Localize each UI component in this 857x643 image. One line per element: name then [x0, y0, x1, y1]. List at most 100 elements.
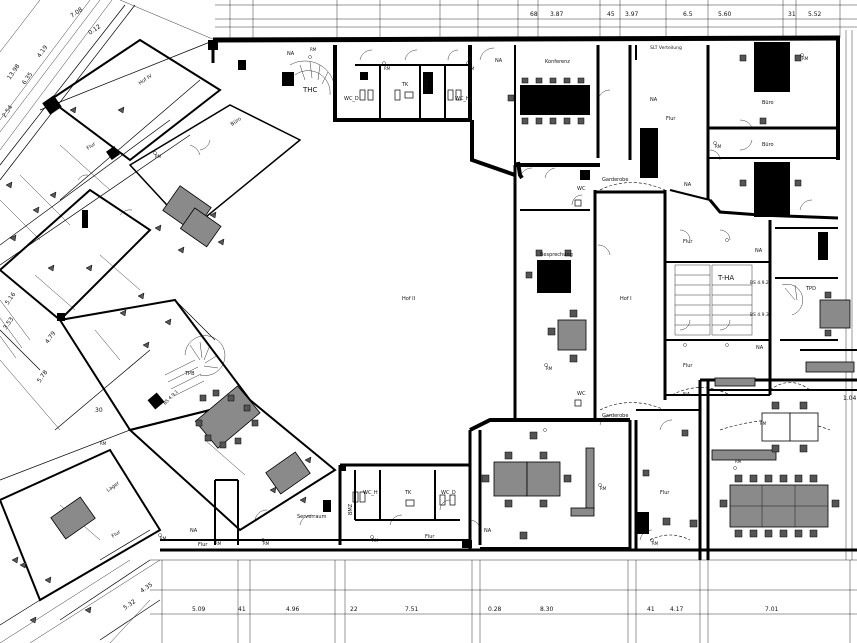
dim-bottom-1: 5.09 [192, 606, 206, 613]
room-wc-2: WC [577, 391, 586, 397]
room-buero-2: Büro [762, 142, 774, 148]
dim-top-3: 45 [607, 11, 615, 18]
room-wc-d-2: WC_D [441, 490, 456, 496]
rm-tag: RM [468, 66, 475, 71]
dim-left-6: 3.53 [2, 316, 16, 331]
dim-bottom-8: 41 [647, 606, 655, 613]
room-serverraum: Serverraum [297, 514, 327, 520]
na-rm-tags: NA NA NA NA NA NA NA NA NA RM RM RM RM R… [100, 47, 809, 546]
west-wing [0, 4, 337, 641]
rm-tag: RM [155, 154, 162, 159]
sensor-marks [153, 53, 804, 542]
na-tag: NA [756, 345, 764, 351]
fixtures [238, 42, 828, 548]
room-besprechung: Besprechung [540, 252, 573, 258]
dim-left-5: 5.16 [4, 291, 18, 306]
room-lager: Lager [106, 480, 122, 494]
dim-left-12: 0.12 [87, 23, 102, 37]
room-garderobe-1: Garderobe [602, 177, 628, 183]
dashed-arcs [599, 182, 831, 541]
room-garderobe-2: Garderobe [602, 413, 628, 419]
dim-bottom-9: 4.17 [670, 606, 684, 613]
dim-left-10: 4.35 [139, 581, 154, 595]
dim-top-4: 3.97 [625, 11, 639, 18]
na-tag: NA [484, 528, 492, 534]
dim-right-1: 1.04 [843, 395, 857, 402]
bs-tag-3: BS 4.9.1 [162, 389, 180, 407]
bs-tag-1: BS 4.9.2 [750, 280, 769, 286]
stair-thc: THC [302, 86, 318, 94]
dim-left-3: 6.35 [21, 71, 35, 86]
room-konferenz: Konferenz [545, 59, 570, 65]
dim-top-8: 5.52 [808, 11, 822, 18]
courtyard-hof-i: Hof I [620, 296, 632, 302]
dim-left-11: 5.32 [122, 598, 137, 612]
bs-tag-2: BS 4.9.3 [750, 312, 769, 318]
room-flur-1: Flur [666, 116, 676, 122]
room-flur-7: Flur [86, 141, 98, 152]
dim-top-2: 3.87 [550, 11, 564, 18]
rm-tag: RM [802, 56, 809, 61]
rm-tag: RM [715, 144, 722, 149]
room-slt-verteilung: SLT Verteilung [650, 45, 682, 51]
na-tag: NA [287, 51, 295, 57]
room-labels: Hof II Hof I Hof IV Konferenz Büro Büro … [86, 45, 816, 548]
dim-bottom-6: 0.28 [488, 606, 502, 613]
dim-bottom-10: 7.01 [765, 606, 779, 613]
dim-bottom-3: 4.96 [286, 606, 300, 613]
bmz-tag-1: BMZ [424, 78, 430, 90]
rm-tag: RM [760, 421, 767, 426]
rm-tag: RM [372, 538, 379, 543]
rm-tag: RM [310, 47, 317, 52]
room-tk-1: TK [401, 82, 409, 88]
stair-tpd: TPD [805, 286, 816, 292]
dim-left-8: 5.78 [36, 369, 50, 384]
door-swings [254, 47, 813, 541]
courtyard-hof-ii: Hof II [402, 296, 415, 302]
dim-bottom-4: 22 [350, 606, 358, 613]
na-tag: NA [495, 58, 503, 64]
room-flur-5: Flur [425, 534, 435, 540]
stairs [289, 60, 804, 336]
dim-left-4: 2.54 [1, 104, 15, 119]
dim-bottom-7: 8.30 [540, 606, 554, 613]
dim-left-1: 13.98 [6, 63, 22, 81]
rm-tag: RM [384, 66, 391, 71]
dim-top-5: 6.5 [683, 11, 693, 18]
rm-tag: RM [735, 459, 742, 464]
stair-tpb: TPB [184, 371, 195, 377]
room-flur-4: Flur [660, 490, 670, 496]
na-tag: NA [755, 248, 763, 254]
rm-tag: RM [100, 441, 107, 446]
room-wc-h-1: WC_H [455, 96, 470, 102]
na-tag: NA [684, 182, 692, 188]
room-wc-d-1: WC_D [344, 96, 359, 102]
main-walls [160, 35, 857, 560]
courtyard-hof-iv: Hof IV [138, 73, 154, 87]
rm-tag: RM [263, 541, 270, 546]
rm-tag: RM [546, 366, 553, 371]
stair-tha: T-HA [717, 274, 734, 282]
room-wc-1: WC [577, 186, 586, 192]
rm-tag: RM [215, 541, 222, 546]
room-buero-left: Büro [230, 116, 243, 128]
dim-left-9: 30 [95, 407, 103, 414]
na-tag: NA [683, 392, 691, 398]
dim-top-1: 68 [530, 11, 538, 18]
room-flur-6: Flur [198, 542, 208, 548]
dim-top-7: 31 [788, 11, 796, 18]
room-flur-3: Flur [683, 363, 693, 369]
na-tag: NA [650, 97, 658, 103]
room-flur-2: Flur [683, 239, 693, 245]
furniture [481, 54, 855, 540]
bmz-tag-2: BMZ [348, 503, 354, 515]
na-tag: NA [190, 528, 198, 534]
room-tk-2: TK [404, 490, 412, 496]
room-flur-8: Flur [111, 529, 123, 540]
dim-top-6: 5.60 [718, 11, 732, 18]
room-buero-1: Büro [762, 100, 774, 106]
dim-bottom-5: 7.51 [405, 606, 419, 613]
room-wc-h-2: WC_H [363, 490, 378, 496]
